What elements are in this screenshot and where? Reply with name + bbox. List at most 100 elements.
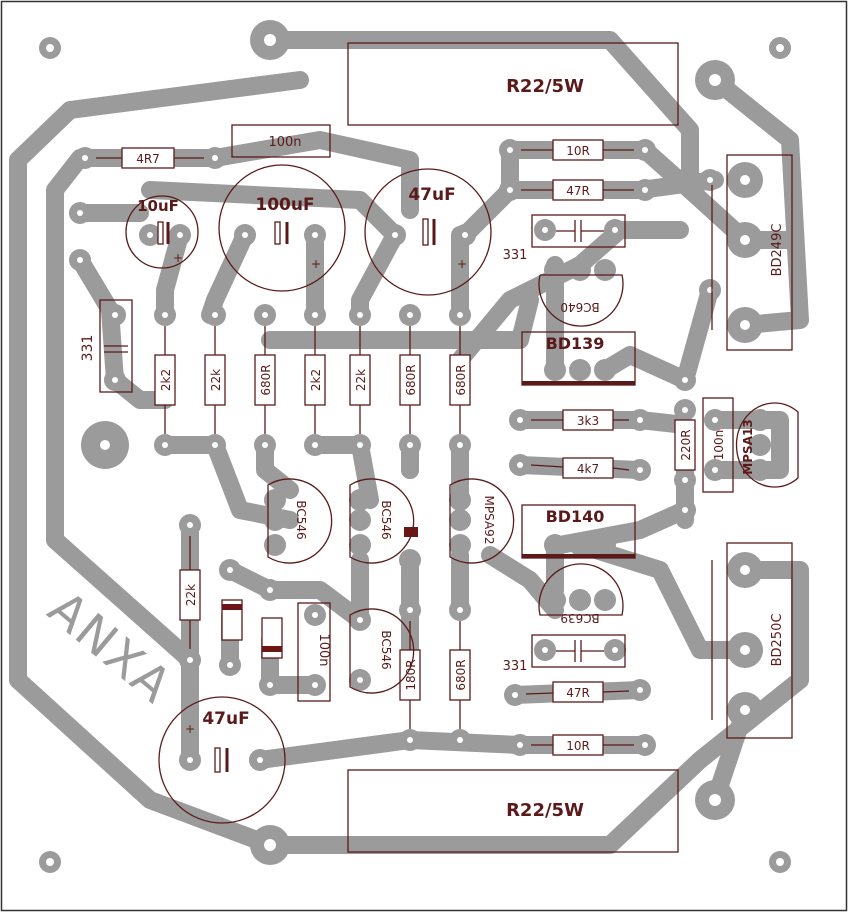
link-band [404, 527, 418, 537]
resistor-3k3: 3k3 [531, 409, 629, 431]
label-bd249c: BD249C [770, 224, 785, 277]
resistor-4r7: 4R7 [96, 147, 204, 169]
cap-10uf: 10uF + [125, 195, 199, 269]
cap-331-top: 331 [503, 214, 626, 263]
transistor-bc546-a: BC546 [267, 478, 333, 564]
label-100n-bottom: 100n [316, 633, 331, 666]
resistor-r22-bottom: R22/5W [347, 769, 679, 853]
cap-100n-bottom: 100n [297, 602, 331, 702]
label-mpsa13: MPSA13 [741, 419, 755, 474]
label-680r-b: 680R [404, 364, 418, 395]
resistor-4k7: 4k7 [530, 457, 630, 479]
silkscreen: R22/5W R22/5W 4R7 10R 47R 3k3 [80, 42, 799, 853]
cap-100n-right: 100n [702, 397, 734, 493]
resistor-220r: 220R [674, 419, 696, 471]
plus-100uf: + [311, 257, 321, 271]
label-22k-b: 22k [354, 369, 368, 391]
resistor-10r-bottom: 10R [531, 734, 634, 756]
trace-inner-left [46, 149, 199, 669]
label-680r-c: 680R [454, 364, 468, 395]
transistor-bc640: BC640 [538, 274, 624, 327]
label-bd250c: BD250C [770, 614, 785, 667]
trace-outer-rail [9, 71, 309, 854]
label-bd140: BD140 [546, 507, 605, 526]
resistor-2k2-a: 2k2 [154, 326, 176, 434]
diode-2 [261, 617, 283, 659]
trace-right-top [706, 71, 809, 334]
label-bc546-a: BC546 [294, 500, 308, 539]
label-10r-bottom: 10R [566, 739, 590, 753]
cap-100n-top: 100n [231, 124, 331, 158]
label-r22-bottom: R22/5W [506, 800, 584, 821]
trace-mid-bus [261, 291, 539, 349]
transistor-bd250c: BD250C [711, 542, 793, 739]
plus-10uf: + [173, 251, 183, 265]
label-100n-top: 100n [268, 135, 301, 150]
label-bc639: BC639 [560, 611, 599, 625]
cap-331-left: 331 [80, 299, 133, 393]
label-2k2-a: 2k2 [159, 369, 173, 391]
transistor-bd139: BD139 [521, 331, 636, 386]
label-bd139: BD139 [546, 334, 605, 353]
resistor-180r: 180R [399, 621, 421, 729]
trace-bd139b [676, 281, 719, 389]
label-331-top: 331 [503, 248, 528, 263]
label-47r-bottom: 47R [566, 686, 590, 700]
label-220r: 220R [679, 429, 693, 460]
diode-1 [221, 599, 243, 641]
trace-10uf-top [141, 181, 404, 244]
cap-47uf-bottom: 47uF + [158, 696, 286, 824]
label-47uf-top: 47uF [408, 185, 455, 205]
label-4k7: 4k7 [577, 462, 599, 476]
label-180r: 180R [404, 659, 418, 690]
plus-47uf-bottom: + [185, 722, 195, 736]
resistor-2k2-b: 2k2 [304, 326, 326, 434]
label-3k3: 3k3 [577, 414, 599, 428]
resistor-r22-top: R22/5W [347, 42, 679, 126]
label-mpsa92: MPSA92 [482, 496, 496, 545]
label-22k-c: 22k [184, 584, 198, 606]
drill-holes [46, 34, 784, 866]
label-100n-right: 100n [712, 430, 726, 461]
resistor-22k-b: 22k [349, 326, 371, 434]
resistor-680r-a: 680R [254, 326, 276, 434]
transistor-bc546-c: BC546 [349, 608, 415, 694]
trace-right-mid [706, 411, 789, 479]
resistor-680r-b: 680R [399, 326, 421, 434]
trace-diode1 [221, 561, 369, 629]
cap-47uf-top: 47uF + [364, 168, 492, 296]
label-680r-a: 680R [259, 364, 273, 395]
label-bc546-b: BC546 [379, 500, 393, 539]
resistor-22k-a: 22k [204, 326, 226, 434]
resistor-10r-top: 10R [521, 139, 634, 161]
label-4r7: 4R7 [136, 152, 160, 166]
resistor-22k-c: 22k [179, 536, 201, 649]
label-331-left: 331 [80, 335, 96, 362]
label-bc546-c: BC546 [379, 630, 393, 669]
resistor-680r-c: 680R [449, 326, 471, 434]
label-680r-d: 680R [454, 659, 468, 690]
resistor-47r-bottom: 47R [525, 681, 630, 703]
transistor-mpsa92: MPSA92 [449, 478, 515, 564]
label-47r-top: 47R [566, 184, 590, 198]
label-10uf: 10uF [137, 197, 179, 215]
transistor-bd249c: BD249C [711, 154, 793, 351]
transistor-bd140: BD140 [521, 504, 636, 559]
cap-100uf: 100uF + [218, 164, 346, 292]
label-r22-top: R22/5W [506, 76, 584, 97]
resistor-47r-top: 47R [521, 179, 634, 201]
label-2k2-b: 2k2 [309, 369, 323, 391]
transistor-bc546-b: BC546 [349, 478, 415, 564]
plus-47uf-top: + [457, 257, 467, 271]
label-331-bottom: 331 [503, 659, 528, 674]
transistor-bc639: BC639 [538, 563, 624, 625]
label-10r-top: 10R [566, 144, 590, 158]
label-22k-a: 22k [209, 369, 223, 391]
resistor-680r-d: 680R [449, 621, 471, 729]
label-bc640: BC640 [560, 300, 599, 314]
label-100uf: 100uF [255, 195, 314, 215]
cap-331-bottom: 331 [503, 634, 626, 674]
label-47uf-bottom: 47uF [202, 709, 249, 729]
